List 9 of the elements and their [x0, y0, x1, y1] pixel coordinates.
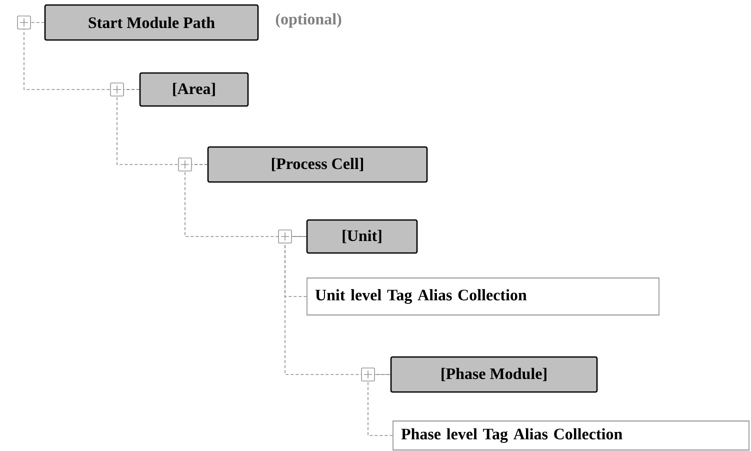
tree-node-box: [Phase Module] [390, 356, 598, 393]
tree-connector [368, 374, 393, 436]
optional-note: (optional) [276, 13, 342, 28]
tree-node-box: [Process Cell] [207, 146, 428, 183]
tree-node-box: [Unit] [306, 219, 418, 254]
collection-box: Unit level Tag Alias Collection [306, 278, 660, 316]
tree-node-box: [Area] [139, 72, 249, 107]
tree-node-box: Start Module Path [44, 4, 259, 41]
collection-box: Phase level Tag Alias Collection [392, 420, 750, 450]
